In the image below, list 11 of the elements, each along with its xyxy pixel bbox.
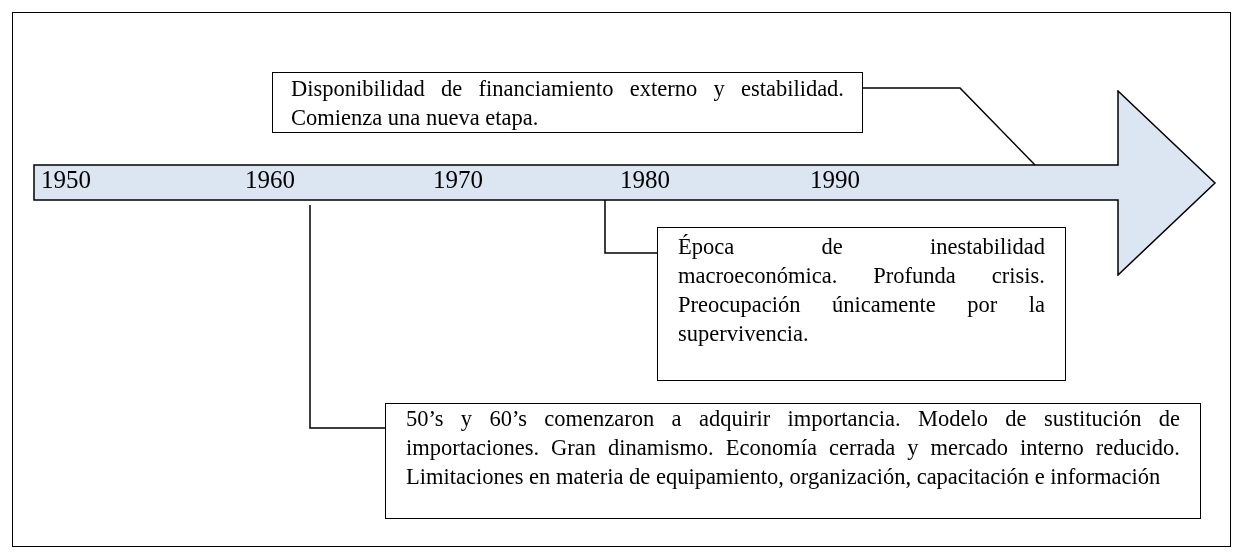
year-label: 1960 <box>245 166 295 194</box>
text-box: Disponibilidad de financiamiento externo y estabilidad. Comienza una nueva etapa. <box>272 72 863 133</box>
leader-line <box>604 199 658 254</box>
year-label: 1990 <box>810 166 860 194</box>
leader-line <box>309 204 386 429</box>
year-label: 1980 <box>620 166 670 194</box>
year-label: 1970 <box>433 166 483 194</box>
text-box: Época de inestabilidad macroeconómica. Profunda crisis. Preocupación únicamente por la supervivencia. <box>657 227 1066 381</box>
leader-line <box>862 87 1036 166</box>
year-label: 1950 <box>41 166 91 194</box>
text-box: 50’s y 60’s comenzaron a adquirir importancia. Modelo de sustitución de importaciones. Gran dinamismo. Economía cerrada y mercado interno reducido. Limitaciones en materia de equipamiento, organización, capacitación e información <box>385 403 1201 519</box>
